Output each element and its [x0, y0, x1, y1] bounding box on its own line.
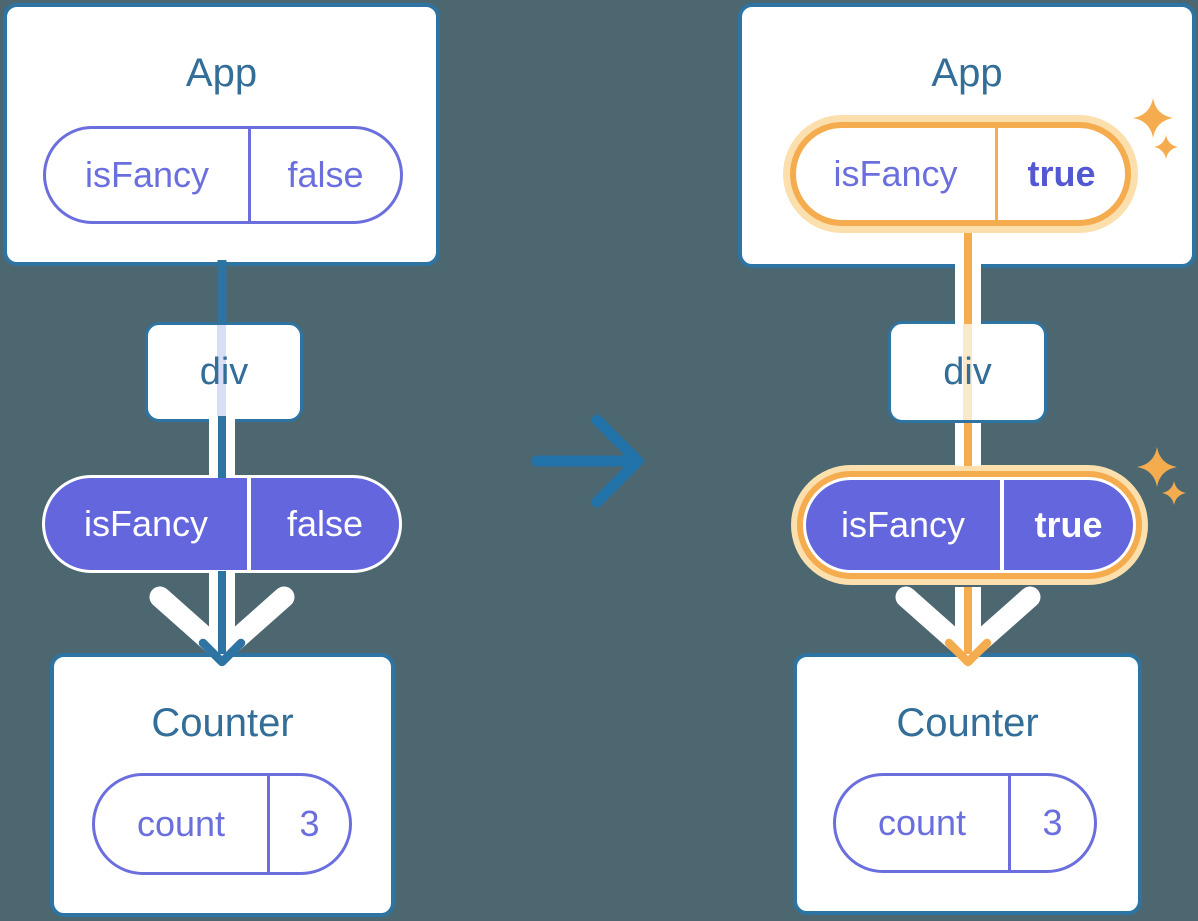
prop-line-flank [955, 587, 981, 639]
prop-value: false [286, 503, 364, 544]
state-pill-highlighted: isFancy true [790, 122, 1131, 226]
component-title: div [943, 350, 992, 393]
chevron-arrow-icon [895, 586, 1041, 663]
counter-card: Counter count 3 [793, 653, 1142, 915]
prop-value: true [1034, 504, 1103, 545]
div-card: div [888, 321, 1047, 423]
component-title: App [185, 51, 258, 95]
state-key: isFancy [833, 153, 958, 194]
transition-arrow-icon [531, 414, 644, 508]
prop-line-start [964, 233, 972, 266]
pill-divider [247, 478, 251, 570]
arrow-head [591, 414, 644, 508]
pill-divider [1000, 480, 1004, 570]
state-value: false [287, 154, 364, 195]
state-key: count [136, 803, 226, 844]
pill-divider [267, 776, 270, 872]
sparkle-icon [1137, 447, 1177, 487]
prop-key: isFancy [83, 503, 209, 544]
state-key: count [877, 802, 967, 843]
after-connectors [895, 235, 1041, 667]
prop-through-line [963, 324, 972, 420]
prop-key: isFancy [840, 504, 966, 545]
prop-through-line [217, 325, 226, 419]
state-key: isFancy [84, 154, 210, 195]
component-title: div [199, 350, 249, 393]
prop-line-flank [955, 423, 981, 466]
prop-line-flank [209, 416, 235, 478]
state-value: true [1027, 153, 1096, 194]
state-value: 3 [1042, 802, 1063, 843]
pill-divider [995, 128, 998, 220]
app-card: App isFancy true [738, 3, 1196, 268]
prop-pill: isFancy false [42, 475, 402, 573]
pill-divider [1008, 776, 1011, 870]
counter-card: Counter count 3 [50, 653, 395, 917]
pill-divider [248, 129, 251, 221]
div-card: div [145, 322, 303, 422]
state-pill: isFancy false [43, 126, 403, 224]
app-card: App isFancy false [3, 3, 440, 266]
prop-line-flank [955, 262, 981, 324]
sparkle-icon [1162, 481, 1186, 505]
prop-line-flank [209, 571, 235, 639]
component-title: Counter [896, 701, 1039, 745]
chevron-arrow-icon [149, 586, 295, 663]
state-pill: count 3 [92, 773, 352, 875]
component-title: App [931, 51, 1003, 95]
prop-pill-highlighted: isFancy true [803, 477, 1136, 573]
component-title: Counter [151, 701, 294, 745]
state-pill: count 3 [833, 773, 1097, 873]
before-connectors [149, 260, 295, 667]
state-value: 3 [299, 803, 320, 844]
